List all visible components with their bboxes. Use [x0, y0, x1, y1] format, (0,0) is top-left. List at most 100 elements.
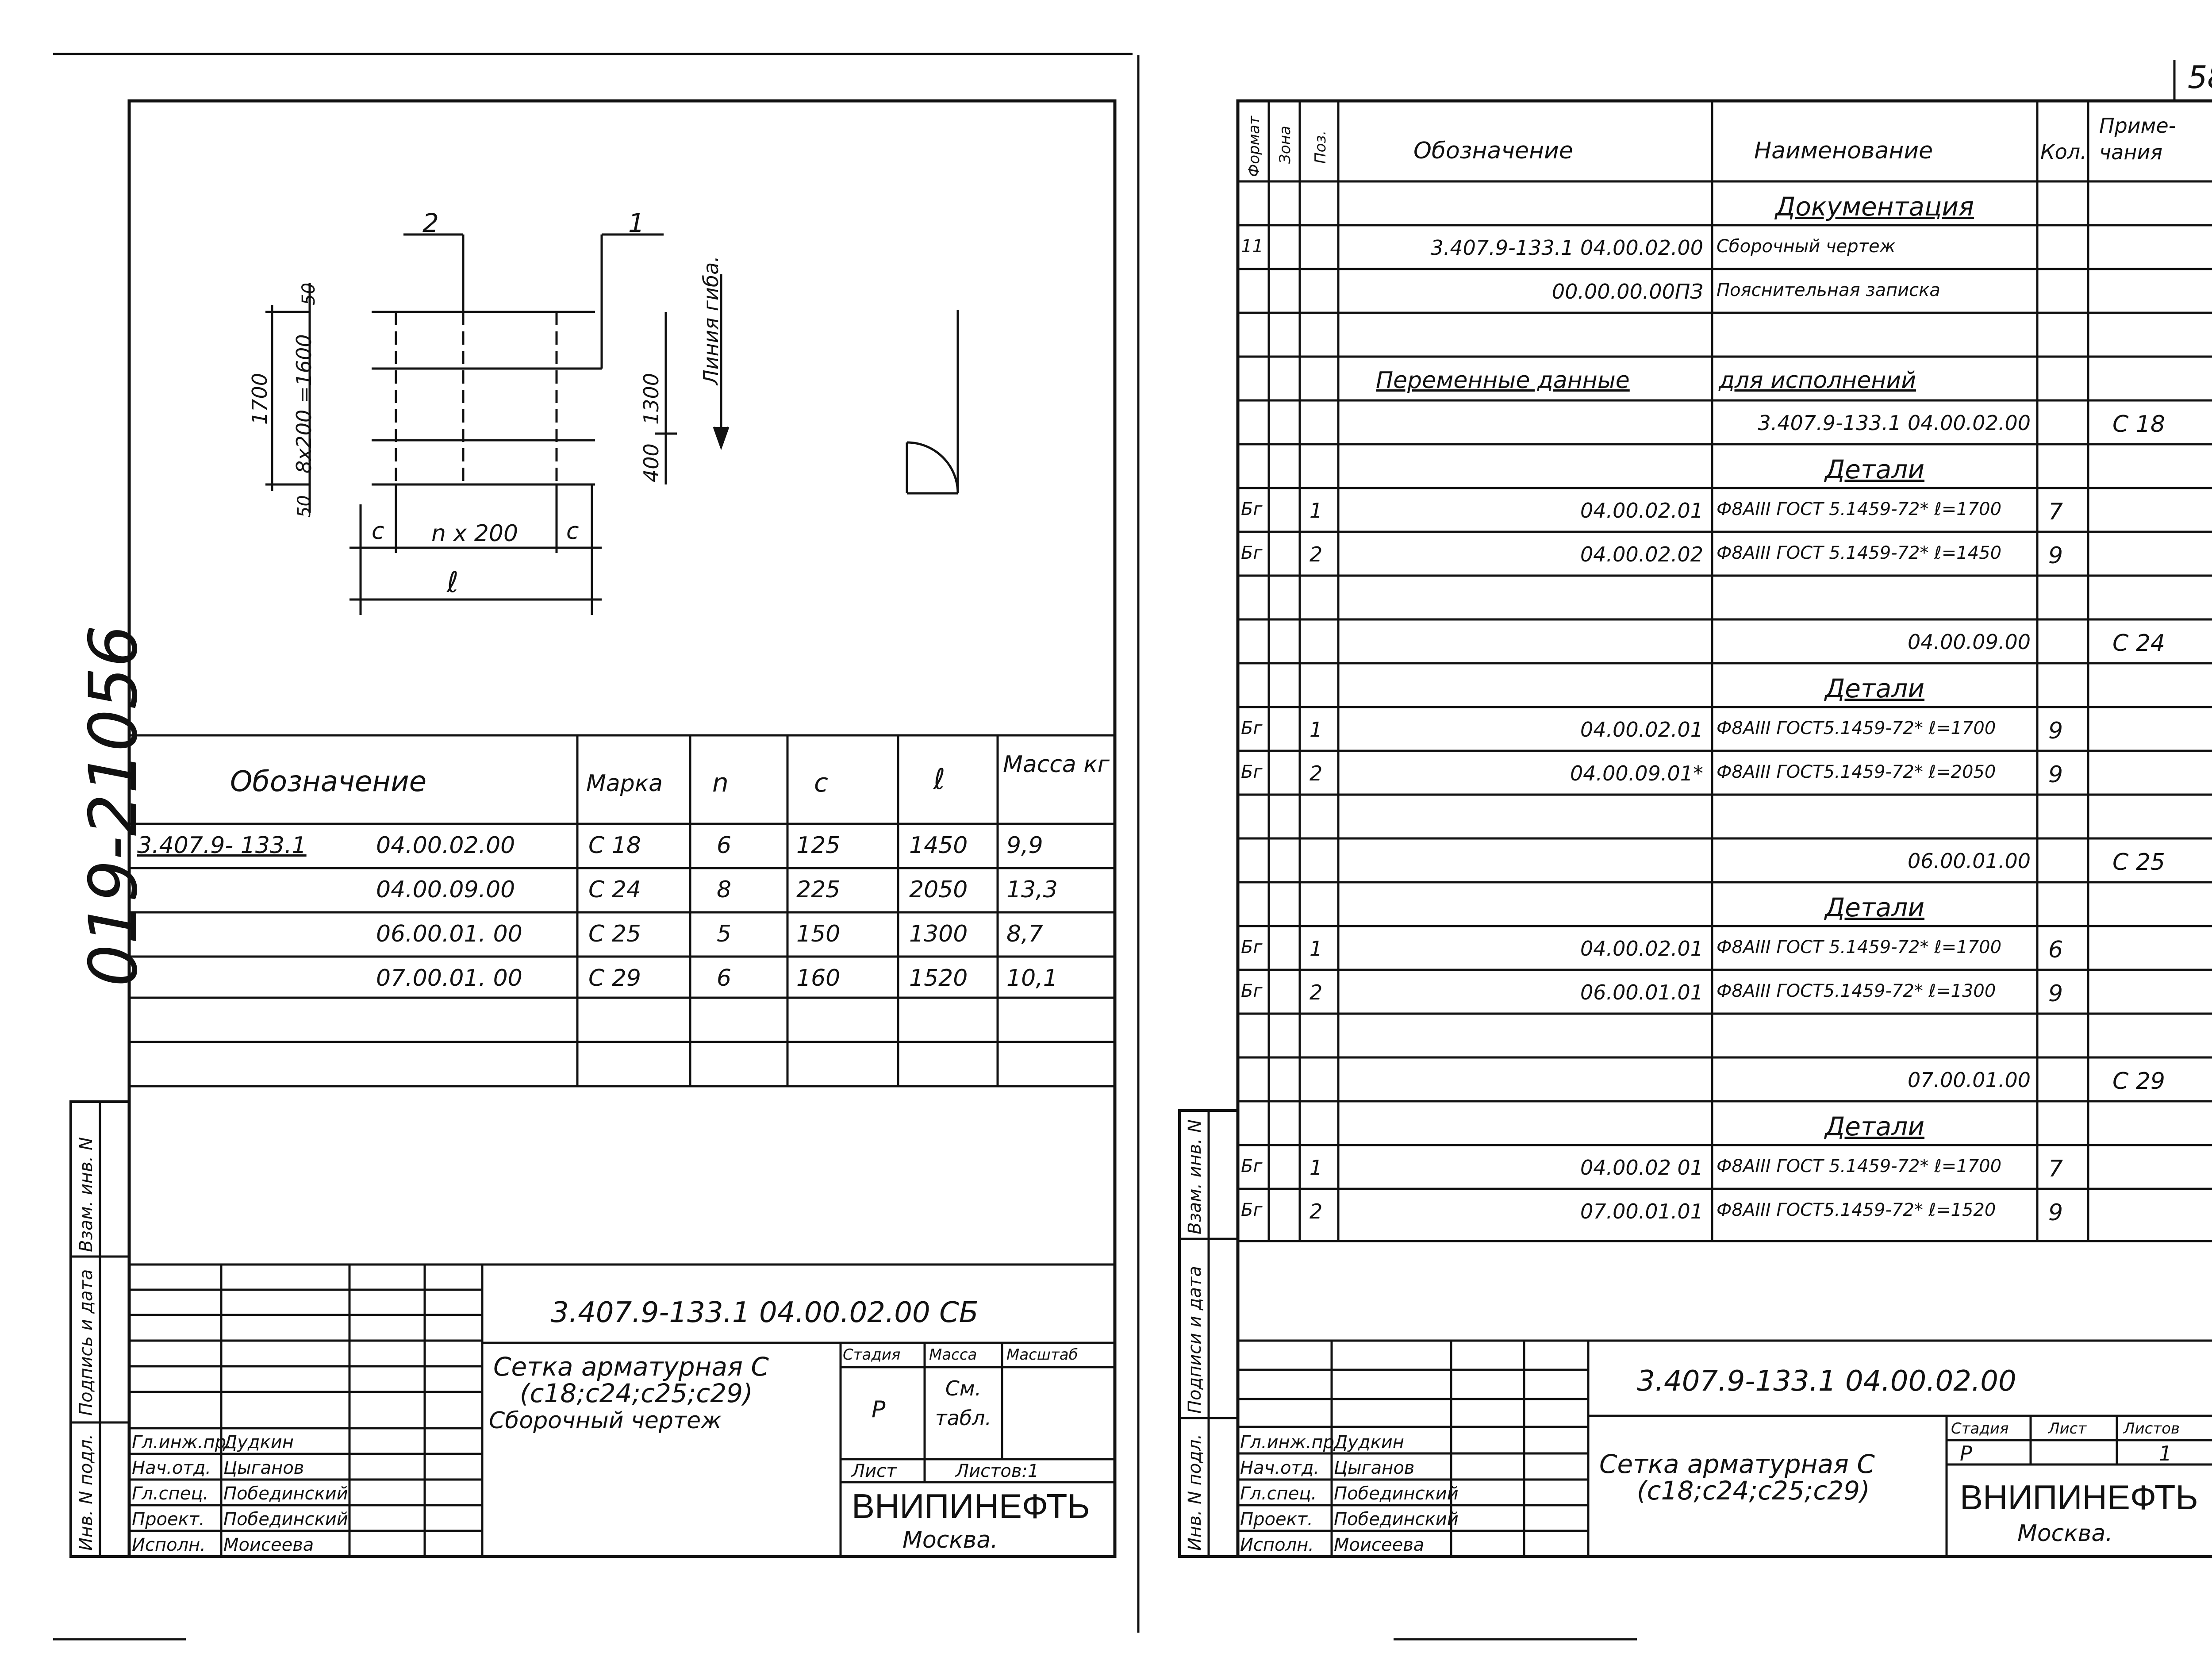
right-city: Москва. [2017, 1520, 2113, 1547]
left-cell-mark: С 24 [588, 876, 641, 903]
left-cell-designation: 06.00.01. 00 [376, 921, 522, 947]
right-people-role: Гл.спец. [1240, 1484, 1317, 1504]
left-cell-l: 1450 [909, 832, 968, 859]
right-sheet-value: 1 [2159, 1441, 2172, 1465]
spec-cell-qty: 9 [2048, 718, 2063, 744]
spec-cell-fmt: Бг [1241, 762, 1263, 782]
spec-cell-name: Детали [1824, 1111, 1925, 1142]
left-sheets-label: Листов:1 [956, 1461, 1039, 1481]
left-sheet-label: Лист [852, 1461, 897, 1481]
left-cell-designation: 07.00.01. 00 [376, 965, 522, 992]
spec-cell-fmt: Бг [1241, 543, 1263, 563]
left-cell-mark: С 25 [588, 921, 641, 947]
spec-cell-qty: 9 [2048, 542, 2063, 569]
spec-cell-pos: 1 [1310, 1156, 1323, 1180]
bend-line-label: Линия гиба. [699, 256, 723, 385]
page-number: 58 [2188, 59, 2212, 96]
dim-length: ℓ [447, 566, 459, 599]
left-col-stage: Стадия [843, 1346, 901, 1364]
spec-cell-pos: 2 [1310, 761, 1323, 785]
col-header-n: n [712, 768, 729, 798]
spec-cell-name: Документация [1775, 192, 1974, 222]
spec-cell-qty: 9 [2048, 1199, 2063, 1226]
left-people-name: Моисеева [223, 1535, 314, 1555]
left-col-mass: Масса [929, 1346, 977, 1364]
right-title-line-1: Сетка арматурная С [1599, 1449, 1875, 1479]
left-cell-mass: 8,7 [1006, 921, 1043, 947]
right-title-line-2: (с18;с24;с25;с29) [1637, 1476, 1870, 1506]
spec-cell-des: 3.407.9-133.1 04.00.02.00 [1430, 236, 1704, 260]
spec-cell-note: С 18 [2112, 411, 2166, 438]
spec-cell-des: 04.00.02.01 [1580, 937, 1703, 961]
left-cell-mark: С 18 [588, 832, 641, 859]
col-header-c: c [814, 768, 828, 798]
spec-cell-des: 04.00.02.01 [1580, 499, 1703, 523]
spec-cell-fmt: Бг [1241, 981, 1263, 1001]
left-cell-c: 125 [796, 832, 841, 859]
left-cell-doc_prefix: 3.407.9- 133.1 [137, 832, 307, 859]
dim-400: 400 [639, 443, 663, 482]
left-cell-c: 225 [796, 876, 841, 903]
spec-cell-des: Переменные данные [1376, 367, 1630, 394]
right-stage-value: Р [1960, 1441, 1972, 1465]
spec-cell-name: Ф8АIII ГОСТ 5.1459-72* ℓ=1700 [1717, 937, 2002, 957]
spec-cell-fmt: Бг [1241, 1200, 1263, 1220]
right-col-sheet: Лист [2048, 1420, 2087, 1438]
spec-cell-name: Ф8АIII ГОСТ5.1459-72* ℓ=2050 [1717, 762, 1996, 782]
right-people-name: Дудкин [1334, 1432, 1404, 1453]
col-header-l: ℓ [933, 763, 945, 796]
right-people-role: Нач.отд. [1240, 1458, 1320, 1478]
left-cell-l: 1300 [909, 921, 968, 947]
right-people-role: Исполн. [1240, 1535, 1314, 1555]
dim-c-right: c [566, 518, 579, 545]
spec-cell-name: Сборочный чертеж [1717, 236, 1896, 257]
spec-cell-name: Детали [1824, 454, 1925, 484]
left-cell-l: 2050 [909, 876, 968, 903]
dim-c-left: c [372, 518, 384, 545]
archive-number: 019-21056 [75, 625, 152, 987]
spec-cell-name: Ф8АIII ГОСТ 5.1459-72* ℓ=1700 [1717, 1156, 2002, 1176]
left-title-line-2: (с18;с24;с25;с29) [520, 1378, 753, 1408]
left-city: Москва. [902, 1527, 998, 1553]
spec-header-name: Наименование [1754, 138, 1933, 164]
left-people-name: Побединский [223, 1509, 348, 1530]
spec-cell-des: 00.00.00.00ПЗ [1551, 280, 1703, 304]
spec-cell-pos: 1 [1310, 937, 1323, 961]
left-people-name: Дудкин [223, 1432, 294, 1453]
spec-cell-fmt: Бг [1241, 718, 1263, 738]
spec-header-format: Формат [1245, 116, 1263, 177]
side-label-signature: Подпись и дата [76, 1269, 96, 1416]
left-cell-c: 150 [796, 921, 841, 947]
right-org-name: ВНИПИНЕФТЬ [1960, 1478, 2198, 1517]
right-col-stage: Стадия [1951, 1420, 2009, 1438]
spec-cell-pos: 1 [1310, 499, 1323, 523]
spec-cell-des: 04.00.02.01 [1580, 718, 1703, 742]
spec-cell-name: Ф8АIII ГОСТ5.1459-72* ℓ=1520 [1717, 1200, 1996, 1220]
left-cell-l: 1520 [909, 965, 968, 992]
dim-1700: 1700 [248, 373, 272, 425]
spec-cell-qty: 7 [2048, 499, 2063, 525]
spec-cell-pos: 2 [1310, 542, 1323, 566]
spec-cell-pos: 2 [1310, 1199, 1323, 1223]
spec-cell-name: Детали [1824, 892, 1925, 922]
right-side-label-inv-orig: Инв. N подл. [1185, 1434, 1205, 1551]
left-people-role: Исполн. [132, 1535, 206, 1555]
left-people-name: Цыганов [223, 1458, 304, 1478]
spec-cell-fmt: Бг [1241, 937, 1263, 957]
right-people-name: Цыганов [1334, 1458, 1415, 1478]
left-people-role: Проект. [132, 1509, 205, 1530]
spec-cell-name: Пояснительная записка [1717, 280, 1940, 300]
spec-cell-note: С 24 [2112, 630, 2166, 657]
spec-cell-note: С 25 [2112, 849, 2166, 876]
left-stage-value: Р [872, 1396, 886, 1423]
spec-cell-des: 06.00.01.01 [1580, 980, 1703, 1004]
right-col-sheets: Листов [2124, 1420, 2180, 1438]
left-doc-code: 3.407.9-133.1 04.00.02.00 СБ [551, 1296, 979, 1329]
spec-cell-fmt: 11 [1241, 236, 1263, 257]
right-people-role: Проект. [1240, 1509, 1313, 1530]
spec-header-pos: Поз. [1312, 130, 1329, 164]
dim-50-top: 50 [299, 283, 319, 305]
right-people-name: Побединский [1334, 1484, 1459, 1504]
spec-cell-note: С 29 [2112, 1068, 2166, 1095]
left-people-role: Гл.инж.пр. [132, 1432, 232, 1453]
